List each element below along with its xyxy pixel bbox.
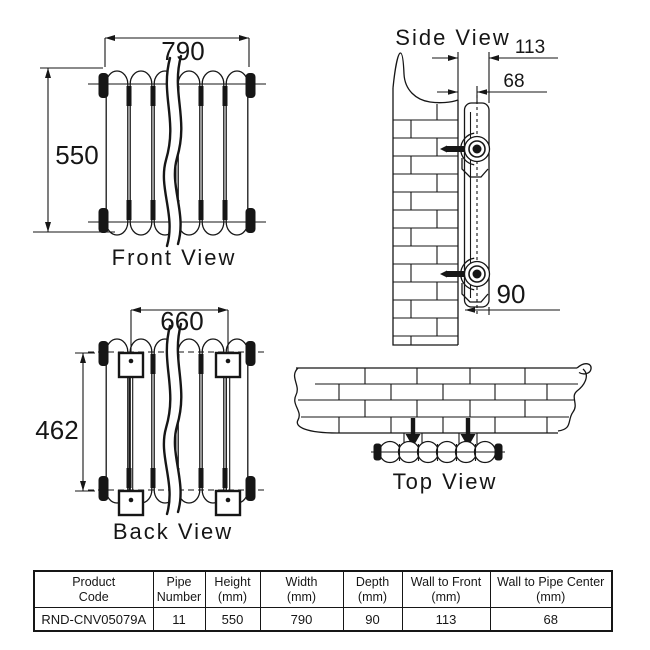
- side-view-drawing: [392, 52, 560, 346]
- col-header-depth: Depth (mm): [342, 570, 403, 608]
- cell-pipe-number: 11: [152, 607, 206, 632]
- top-bracket-sides: [403, 433, 478, 447]
- side-wall-outline: [392, 88, 459, 346]
- side-dim-lines: [432, 57, 560, 311]
- depth-dim-label: 90: [497, 279, 526, 309]
- side-wall-brick-joints: [410, 104, 438, 345]
- side-bottom-fitting: [440, 257, 491, 303]
- front-width-dim-label: 790: [161, 36, 204, 66]
- col-header-width: Width (mm): [259, 570, 344, 608]
- col-header-wall-to-pipe-center: Wall to Pipe Center (mm): [489, 570, 613, 608]
- top-wall-brick-joints: [338, 368, 548, 433]
- front-height-dim-label: 550: [55, 140, 98, 170]
- cell-product-code: RND-CNV05079A: [33, 607, 154, 632]
- back-height-dim-label: 462: [35, 415, 78, 445]
- side-top-fitting: [440, 132, 491, 178]
- spec-table-data-row: RND-CNV05079A 11 550 790 90 113 68: [33, 607, 613, 632]
- top-wall-break-left: [293, 367, 338, 434]
- top-view-title: Top View: [393, 469, 498, 494]
- cell-width: 790: [259, 607, 344, 632]
- spec-table-header-row: Product Code Pipe Number Height (mm) Wid…: [33, 570, 613, 608]
- wall-to-pipe-dim-label: 68: [503, 71, 524, 92]
- top-wall-brick-rows: [298, 383, 578, 418]
- back-wall-brackets: [117, 351, 242, 517]
- back-view-drawing: [75, 307, 266, 516]
- top-wall-edges: [296, 367, 577, 434]
- col-header-height: Height (mm): [204, 570, 261, 608]
- top-radiator-sections: [371, 440, 505, 464]
- cell-wall-to-front: 113: [401, 607, 491, 632]
- back-view-title: Back View: [113, 519, 233, 544]
- cell-height: 550: [204, 607, 261, 632]
- spec-table: Product Code Pipe Number Height (mm) Wid…: [33, 570, 613, 632]
- annotations: 790 550 Front View Side View 113 68 90 6…: [35, 25, 545, 544]
- top-bracket-arrows: [405, 418, 476, 447]
- side-wall-brick-rows: [393, 119, 458, 337]
- cell-wall-to-pipe-center: 68: [489, 607, 613, 632]
- top-view-drawing: [293, 363, 592, 464]
- cell-depth: 90: [342, 607, 403, 632]
- back-bracket-pipes: [128, 352, 231, 516]
- top-wall-break-right: [557, 368, 587, 432]
- side-wall-break-curve: [392, 52, 459, 104]
- top-wall-curl: [576, 363, 592, 375]
- side-view-title: Side View: [395, 25, 510, 50]
- col-header-product-code: Product Code: [33, 570, 154, 608]
- front-view-title: Front View: [112, 245, 237, 270]
- col-header-wall-to-front: Wall to Front (mm): [401, 570, 491, 608]
- front-view-drawing: [33, 35, 266, 246]
- col-header-pipe-number: Pipe Number: [152, 570, 206, 608]
- wall-to-front-dim-label: 113: [515, 37, 545, 58]
- back-width-dim-label: 660: [160, 306, 203, 336]
- front-dim-arrows: [45, 35, 249, 232]
